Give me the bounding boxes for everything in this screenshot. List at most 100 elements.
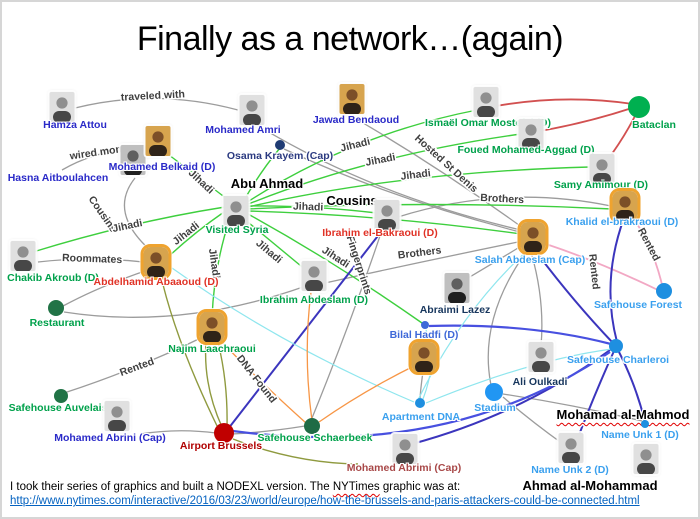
node-label-safehouse-schaerbeek: Safehouse Schaerbeek [257, 432, 373, 444]
node-photo-mohamed-abrimi [392, 434, 418, 464]
edge [232, 438, 359, 465]
node-marker-apartment-dna [415, 398, 425, 408]
edge-label: DNA Found [234, 353, 279, 406]
node-label-khalid-el-brakraoui: Khalid el-brakraoui (D) [565, 216, 679, 228]
edge [318, 364, 417, 423]
node-photo-salah-abdeslam [517, 219, 549, 255]
node-marker-safehouse-schaerbeek [304, 418, 320, 434]
edge [306, 291, 313, 422]
node-marker-osama-krayem [275, 140, 285, 150]
edge [487, 251, 527, 386]
edge-label: Jihadi [364, 151, 396, 169]
edge-label: Roommates [62, 252, 123, 266]
node-photo-ibrahim-abdeslam [301, 261, 327, 291]
node-label-ibrahim-el-bakraoui: Ibrahim el-Bakraoui (D) [322, 227, 438, 239]
node-label-bataclan: Bataclan [632, 119, 676, 131]
node-label-mohamed-abrimi: Mohamed Abrimi (Cap) [346, 462, 462, 474]
node-photo-visited-syria [223, 196, 249, 226]
edge [62, 269, 149, 307]
node-label-mohamad-al-mahmod: Mohamad al-Mahmod [556, 407, 690, 422]
footer-nytimes: NYTimes [332, 481, 380, 493]
node-marker-restaurant [48, 300, 64, 316]
edge [428, 324, 612, 346]
edge [217, 341, 228, 428]
edge [617, 349, 646, 423]
node-label-osama-krayem: Osama Krayem (Cap) [226, 150, 334, 162]
node-label-hamza-attou: Hamza Attou [43, 119, 107, 131]
node-label-airport-brussels: Airport Brussels [179, 440, 263, 452]
node-label-name-unk-1: Name Unk 1 (D) [601, 429, 679, 441]
node-marker-stadium [485, 383, 503, 401]
node-label-apartment-dna: Apartment DNA [381, 411, 461, 423]
footer-text: I took their series of graphics and buil… [10, 481, 461, 493]
node-photo-name-unk-2 [558, 433, 584, 463]
slide-title: Finally as a network…(again) [136, 20, 564, 58]
node-label-safehouse-charleroi: Safehouse Charleroi [566, 354, 670, 366]
node-label-safehouse-auvelais: Safehouse Auvelais [8, 402, 108, 414]
edge [545, 243, 661, 292]
edge [139, 430, 217, 435]
node-label-visited-syria: Visited Syria [205, 224, 269, 236]
node-label-abdelhamid-abaaoud: Abdelhamid Abaaoud (D) [93, 276, 219, 288]
node-photo-hamza-attou [49, 92, 75, 122]
node-photo-ibrahim-el-bakraoui [374, 200, 400, 230]
edge [63, 286, 304, 318]
node-photo-najim-laachraoui [196, 309, 228, 345]
edge [171, 267, 415, 403]
edge [309, 226, 384, 424]
node-photo-abraimi-lazez [444, 273, 470, 303]
edge-label: Jihadi [339, 136, 371, 155]
edge [245, 109, 478, 204]
edge [74, 97, 239, 111]
node-label-najim-laachraoui: Najim Laachraoui [168, 343, 256, 355]
node-photo-hasna-aitboulahcen [120, 145, 146, 175]
node-label-abraimi-lazez: Abraimi Lazez [419, 304, 491, 316]
edge [283, 148, 521, 233]
edge [204, 341, 223, 428]
footer-link[interactable]: http://www.nytimes.com/interactive/2016/… [10, 495, 640, 508]
edge [227, 227, 385, 430]
edge-label: Jihadi [253, 237, 284, 266]
edge [242, 217, 308, 272]
node-label-restaurant: Restaurant [29, 317, 85, 329]
node-label-name-unk-2: Name Unk 2 (D) [531, 464, 609, 476]
node-label-hasna-aitboulahcen: Hasna Aitboulahcen [7, 172, 109, 184]
node-label-ibrahim-abdeslam: Ibrahim Abdeslam (D) [259, 294, 369, 306]
node-photo-chakib-akroub [10, 241, 36, 271]
node-label-stadium: Stadium [474, 402, 516, 414]
edge [539, 107, 633, 132]
edge [247, 213, 423, 324]
edge-label: Brothers [480, 192, 524, 206]
edge [37, 258, 144, 263]
edge [232, 351, 611, 439]
node-marker-bataclan [628, 96, 650, 118]
node-marker-safehouse-charleroi [609, 339, 623, 353]
edge [123, 177, 151, 251]
node-photo-mohamed-abrini [104, 401, 130, 431]
node-marker-safehouse-forest [656, 283, 672, 299]
node-photo-mohamed-amri [239, 95, 265, 125]
node-photo-jawad-bendaoud [339, 84, 365, 114]
node-label-bilal-hadfi: Bilal Hadfi (D) [389, 329, 459, 341]
node-photo-name-unk-1-photo [633, 444, 659, 474]
edge-label: Rented [118, 355, 156, 378]
edge [425, 348, 613, 404]
edge-label: Jihadi [171, 220, 202, 248]
node-label-ahmad-al-mohammad: Ahmad al-Mohammad [522, 478, 658, 493]
node-marker-safehouse-auvelais [54, 389, 68, 403]
node-label-mohamed-amri: Mohamed Amri [205, 124, 281, 136]
edge [159, 271, 220, 431]
node-label-ali-oulkadi: Ali Oulkadi [512, 376, 568, 388]
edge [220, 340, 307, 424]
edge [211, 217, 231, 319]
edge-label: Jihadi [400, 167, 432, 183]
node-photo-abdelhamid-abaaoud [140, 244, 172, 280]
node-label-foued-mohamed-aggad: Foued Mohamed-Aggad (D) [457, 144, 595, 156]
node-photo-ali-oulkadi [528, 342, 554, 372]
node-label-mohamed-abrini: Mohamed Abrini (Cap) [54, 432, 166, 444]
edge [32, 206, 226, 253]
edge [533, 248, 614, 344]
footer: I took their series of graphics and buil… [10, 480, 640, 509]
